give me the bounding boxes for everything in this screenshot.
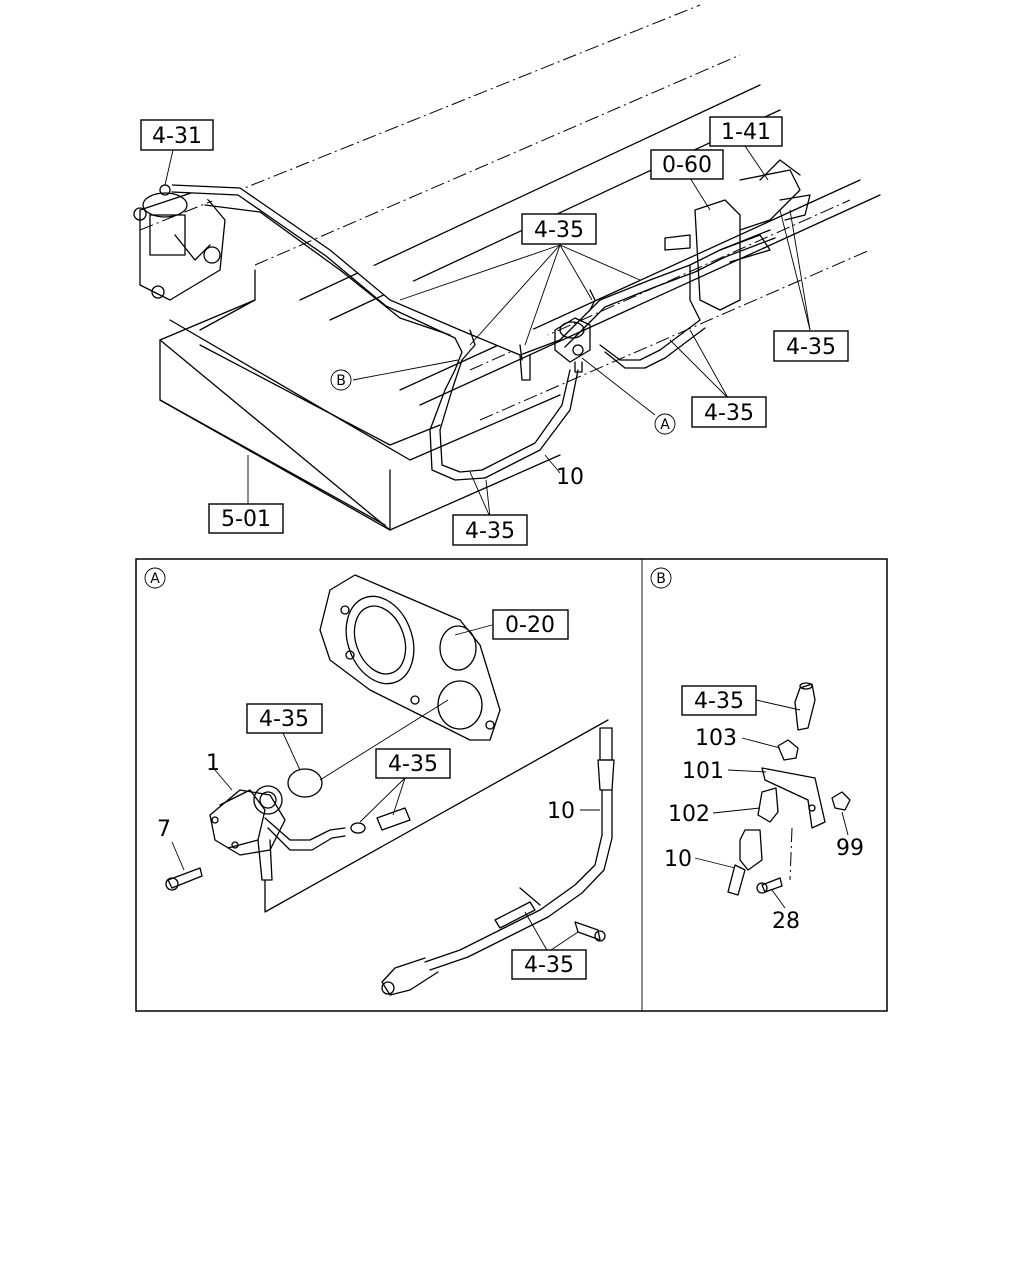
fuel-tank (159, 269, 561, 531)
ref-label-0-60: 0-60 (650, 149, 724, 180)
detail-panel (135, 558, 888, 1012)
bolt-7 (165, 867, 203, 891)
svg-text:5-01: 5-01 (221, 507, 271, 532)
ref-label-0-20: 0-20 (492, 609, 569, 640)
ref-label-4-35: 4-35 (452, 514, 528, 546)
svg-text:0-60: 0-60 (662, 153, 712, 178)
ref-label-4-35: 4-35 (521, 213, 597, 245)
callout-a-top: A (654, 413, 676, 435)
part-number-101: 101 (682, 759, 724, 784)
ref-label-4-35: 4-35 (246, 703, 323, 734)
svg-text:4-35: 4-35 (524, 953, 574, 978)
part-number-28: 28 (772, 909, 800, 934)
svg-text:4-35: 4-35 (704, 401, 754, 426)
part-number-10: 10 (547, 799, 575, 824)
leaders-detail-b (694, 699, 849, 909)
svg-text:A: A (150, 571, 160, 587)
part-number-10: 10 (556, 465, 584, 490)
part-number-10: 10 (664, 847, 692, 872)
detail-b-parts (727, 682, 851, 896)
callout-b-top: B (330, 369, 352, 391)
o-ring (287, 768, 323, 798)
part-number-1: 1 (206, 751, 220, 776)
svg-text:4-35: 4-35 (388, 752, 438, 777)
callout-b-detail: B (650, 567, 672, 589)
ref-label-5-01: 5-01 (208, 503, 284, 534)
part-number-103: 103 (695, 726, 737, 751)
leaders-detail-a (171, 624, 600, 953)
svg-text:B: B (656, 571, 666, 587)
svg-text:4-35: 4-35 (259, 707, 309, 732)
svg-text:4-31: 4-31 (152, 124, 202, 149)
ref-label-4-35: 4-35 (375, 748, 451, 779)
svg-text:A: A (660, 417, 670, 433)
chassis-frame (139, 4, 881, 421)
svg-text:4-35: 4-35 (465, 519, 515, 544)
hose-detail-a (264, 719, 615, 996)
steering-gear (133, 184, 226, 301)
callout-a-detail: A (144, 567, 166, 589)
leaders-top (164, 145, 811, 518)
reservoir-bracket (664, 159, 811, 311)
gear-plate (319, 574, 501, 741)
ref-label-4-35: 4-35 (691, 396, 767, 428)
ref-label-1-41: 1-41 (709, 116, 783, 147)
svg-text:4-35: 4-35 (786, 335, 836, 360)
svg-text:4-35: 4-35 (534, 218, 584, 243)
hydraulic-pump (209, 785, 411, 881)
hydraulic-lines (171, 184, 776, 481)
ref-label-4-35: 4-35 (681, 685, 757, 716)
part-number-102: 102 (668, 802, 710, 827)
ref-label-4-35: 4-35 (511, 949, 587, 980)
svg-text:B: B (336, 373, 346, 389)
part-number-99: 99 (836, 836, 864, 861)
ref-label-4-31: 4-31 (140, 119, 214, 151)
part-number-7: 7 (157, 817, 171, 842)
svg-text:0-20: 0-20 (505, 613, 555, 638)
svg-text:1-41: 1-41 (721, 120, 771, 145)
ref-label-4-35: 4-35 (773, 330, 849, 362)
pump-assembly-top (554, 317, 591, 373)
svg-text:4-35: 4-35 (694, 689, 744, 714)
